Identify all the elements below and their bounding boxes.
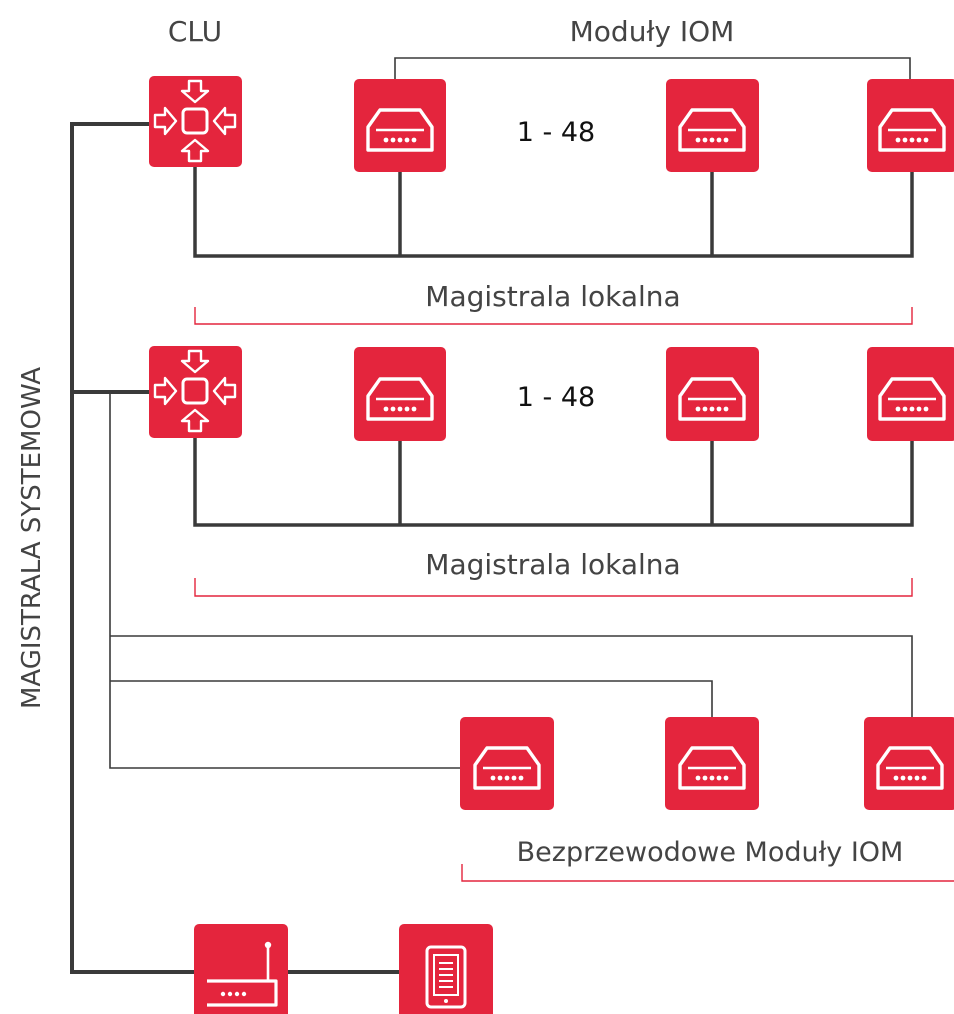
device-boxes <box>149 76 954 1014</box>
wireless-link-1 <box>109 392 462 769</box>
local-bus-label-2: Magistrala lokalna <box>425 548 680 581</box>
bracket-wireless <box>461 864 954 882</box>
range-label-2: 1 - 48 <box>517 382 595 413</box>
system-bus-label: MAGISTRALA SYSTEMOWA <box>17 367 47 709</box>
local-bus-1 <box>193 166 914 258</box>
range-label-1: 1 - 48 <box>517 117 595 148</box>
iom-interconnect <box>394 57 911 82</box>
wireless-link-2 <box>110 635 913 718</box>
iom-modules-label: Moduły IOM <box>570 15 735 48</box>
wireless-modules-label: Bezprzewodowe Moduły IOM <box>517 837 904 868</box>
brackets <box>194 307 954 882</box>
bracket-local-bus-1 <box>194 307 913 325</box>
system-bus-lines <box>70 122 400 974</box>
thin-lines <box>109 57 913 769</box>
wireless-link-3 <box>110 680 713 718</box>
local-bus-2 <box>193 436 914 527</box>
system-bus-trunk <box>70 122 196 974</box>
bracket-local-bus-2 <box>194 578 913 597</box>
router-box <box>194 924 288 1014</box>
local-bus-label-1: Magistrala lokalna <box>425 280 680 313</box>
clu-label: CLU <box>168 15 222 48</box>
local-bus-lines <box>193 166 914 527</box>
